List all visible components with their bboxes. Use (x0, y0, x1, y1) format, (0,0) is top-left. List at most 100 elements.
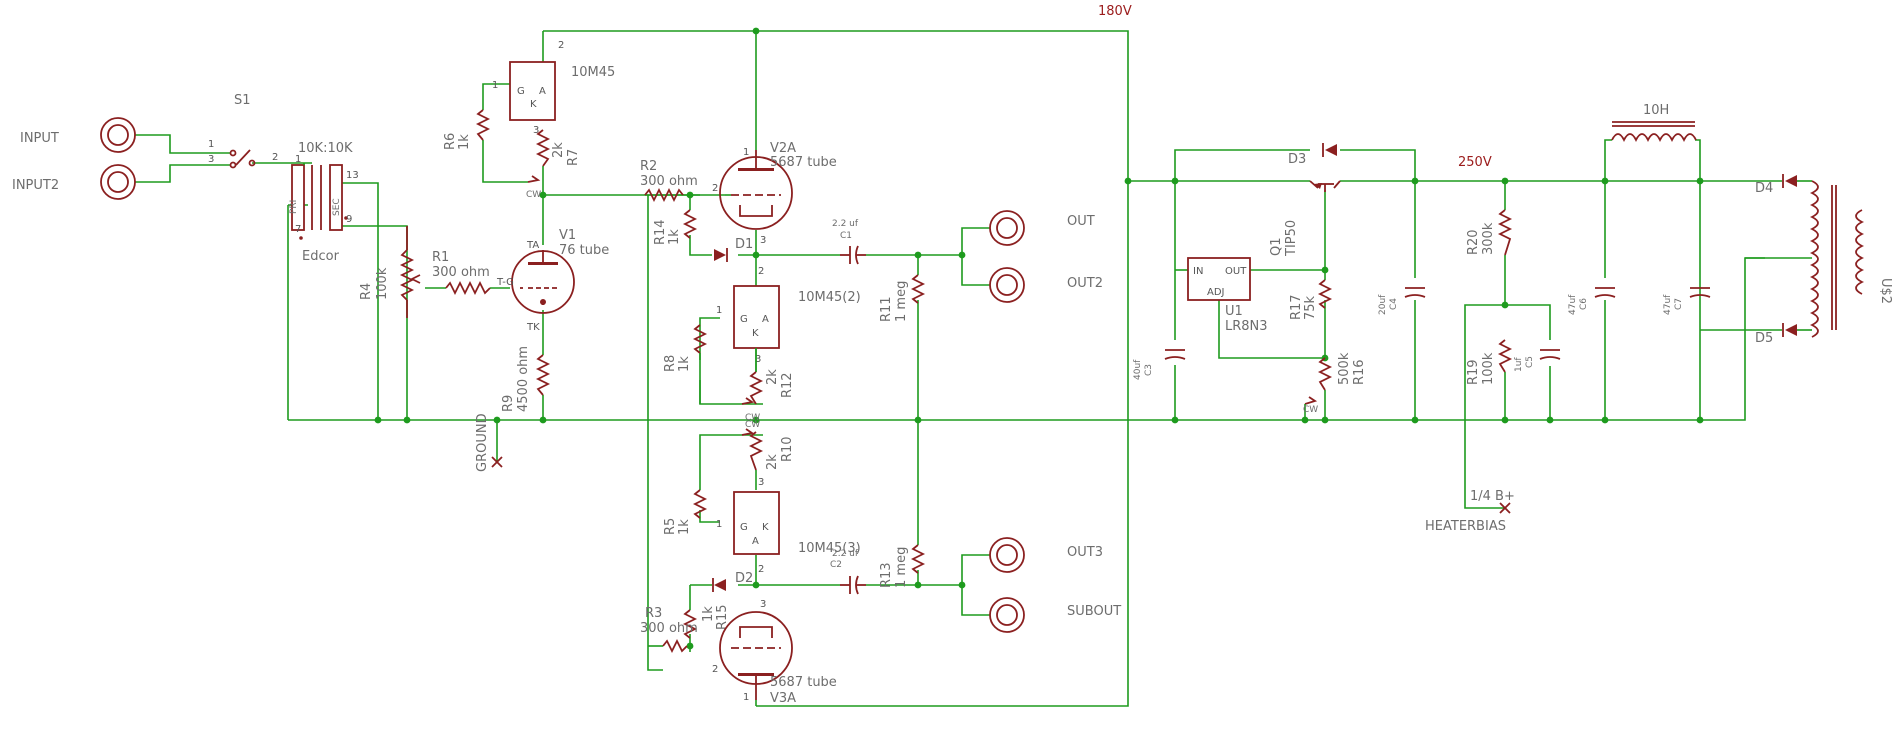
heaterbias-label: HEATERBIAS (1425, 519, 1506, 534)
tx-pin7: 7 (295, 224, 301, 235)
r1-ref: R1 (432, 250, 449, 265)
r10-cw: CW (745, 420, 760, 430)
diode-d5: D5 (1755, 323, 1812, 346)
input2-label: INPUT2 (12, 178, 59, 193)
diode-d4: D4 (1755, 174, 1812, 196)
v2a-pin2: 2 (712, 183, 718, 194)
c4-val: 20uf (1378, 294, 1388, 315)
resistor-r6: R6 1k (443, 109, 491, 150)
r20-ref: R20 (1466, 229, 1481, 255)
r11-val: 1 meg (894, 281, 909, 322)
c3-val: 40uf (1133, 359, 1143, 380)
r12-ref: R12 (780, 372, 795, 398)
pot-r7[interactable]: CW 2k R7 (526, 129, 581, 200)
ccs-mid-pin2: 2 (758, 266, 764, 277)
c7-val: 47uf (1663, 294, 1673, 315)
r1-val: 300 ohm (432, 265, 490, 280)
resistor-r8: R8 1k (663, 324, 708, 404)
tx-pin9: 9 (346, 214, 352, 225)
r16-val: 500k (1337, 352, 1352, 385)
capacitor-c4: 20uf C4 (1378, 287, 1426, 315)
v1-type: 76 tube (559, 243, 609, 258)
ccs-mid-a: A (762, 314, 769, 325)
r13-ref: R13 (879, 562, 894, 588)
s1-ref: S1 (234, 93, 251, 108)
transformer-pri: PRI (289, 200, 299, 214)
u1-val: LR8N3 (1225, 319, 1268, 334)
heaterbias-connector: 1/4 B+ HEATERBIAS (1425, 489, 1515, 534)
tube-v3a: 3 2 1 5687 tube V3A (712, 599, 837, 706)
r6-ref: R6 (443, 133, 458, 150)
r19-val: 100k (1481, 352, 1496, 385)
r10-ref: R10 (780, 436, 795, 462)
r5-val: 1k (677, 519, 692, 535)
ccs-bot-label: 10M45(3) (798, 541, 861, 556)
resistor-r5: R5 1k (663, 489, 708, 535)
choke-val: 10H (1643, 103, 1669, 118)
pot-r16[interactable]: CW 500k R16 (1303, 352, 1367, 420)
r10-pin3: 3 (758, 477, 764, 488)
v2a-pin3: 3 (760, 235, 766, 246)
r12-val: 2k (765, 369, 780, 385)
u1-in: IN (1193, 266, 1203, 277)
r4-ref: R4 (359, 283, 374, 300)
ccs-top-g: G (517, 86, 525, 97)
ccs-mid-10m45-2: G A K 10M45(2) 2 1 3 (716, 266, 861, 372)
q1-val: TIP50 (1284, 220, 1299, 257)
capacitor-c1: 2.2 uf C1 (832, 219, 866, 265)
out2-jack[interactable]: OUT2 (989, 267, 1103, 303)
c2-ref: C2 (830, 560, 842, 570)
c5-ref: C5 (1525, 356, 1535, 368)
v2a-pin1: 1 (743, 147, 749, 158)
r8-ref: R8 (663, 355, 678, 372)
subout-jack[interactable]: SUBOUT (989, 597, 1121, 633)
resistor-r14: R14 1k (653, 209, 698, 245)
r19-ref: R19 (1466, 359, 1481, 385)
c4-ref: C4 (1389, 298, 1399, 310)
s1-pin2: 2 (272, 152, 278, 163)
quarter-b-label: 1/4 B+ (1470, 489, 1515, 504)
u1-adj: ADJ (1207, 287, 1225, 298)
r12-cw: CW (745, 413, 760, 423)
subout-label: SUBOUT (1067, 604, 1121, 619)
capacitor-c2: 2.2 uf C2 (830, 549, 866, 595)
pot-r4[interactable]: R4 100k (359, 226, 421, 318)
out3-label: OUT3 (1067, 545, 1103, 560)
pot-r12[interactable]: CW 2k R12 (741, 369, 795, 423)
out3-jack[interactable]: OUT3 (989, 537, 1103, 573)
r5-ref: R5 (663, 518, 678, 535)
v3a-pin1: 1 (743, 692, 749, 703)
resistor-r19: R19 100k (1466, 339, 1513, 385)
c3-ref: C3 (1144, 364, 1154, 376)
tube-v1: TA T-G TK V1 76 tube (496, 228, 609, 333)
r16-cw: CW (1303, 405, 1318, 415)
r14-ref: R14 (653, 219, 668, 245)
input2-jack[interactable]: INPUT2 (12, 164, 136, 200)
d4-ref: D4 (1755, 181, 1773, 196)
tx-pin1: 1 (295, 154, 301, 165)
input-transformer: 10K:10K Edcor PRI SEC 1 7 13 9 (289, 141, 359, 264)
transformer-sec: SEC (332, 198, 342, 216)
r10-val: 2k (765, 454, 780, 470)
diode-d1: D1 (714, 237, 753, 262)
r15-val: 1k (701, 606, 716, 622)
r15-ref: R15 (715, 604, 730, 630)
r17-val: 75k (1303, 295, 1318, 320)
ccs-bot-pin2: 2 (758, 564, 764, 575)
tx-pin13: 13 (346, 170, 359, 181)
r4-val: 100k (375, 267, 390, 300)
r9-ref: R9 (501, 395, 516, 412)
out-jack[interactable]: OUT (989, 210, 1095, 246)
v1-tk: TK (526, 322, 540, 333)
v3a-type: 5687 tube (770, 675, 837, 690)
c1-ref: C1 (840, 231, 852, 241)
input-jack[interactable]: INPUT (20, 117, 136, 153)
ccs-mid-pin1: 1 (716, 305, 722, 316)
ccs-top-10m45: G A K 10M45 2 1 3 (492, 40, 615, 136)
switch-s1[interactable]: S1 1 3 2 (208, 93, 278, 169)
pot-r10[interactable]: CW 2k R10 3 (741, 420, 795, 488)
r9-val: 4500 ohm (516, 346, 531, 412)
ccs-top-label: 10M45 (571, 65, 615, 80)
r8-val: 1k (677, 356, 692, 372)
